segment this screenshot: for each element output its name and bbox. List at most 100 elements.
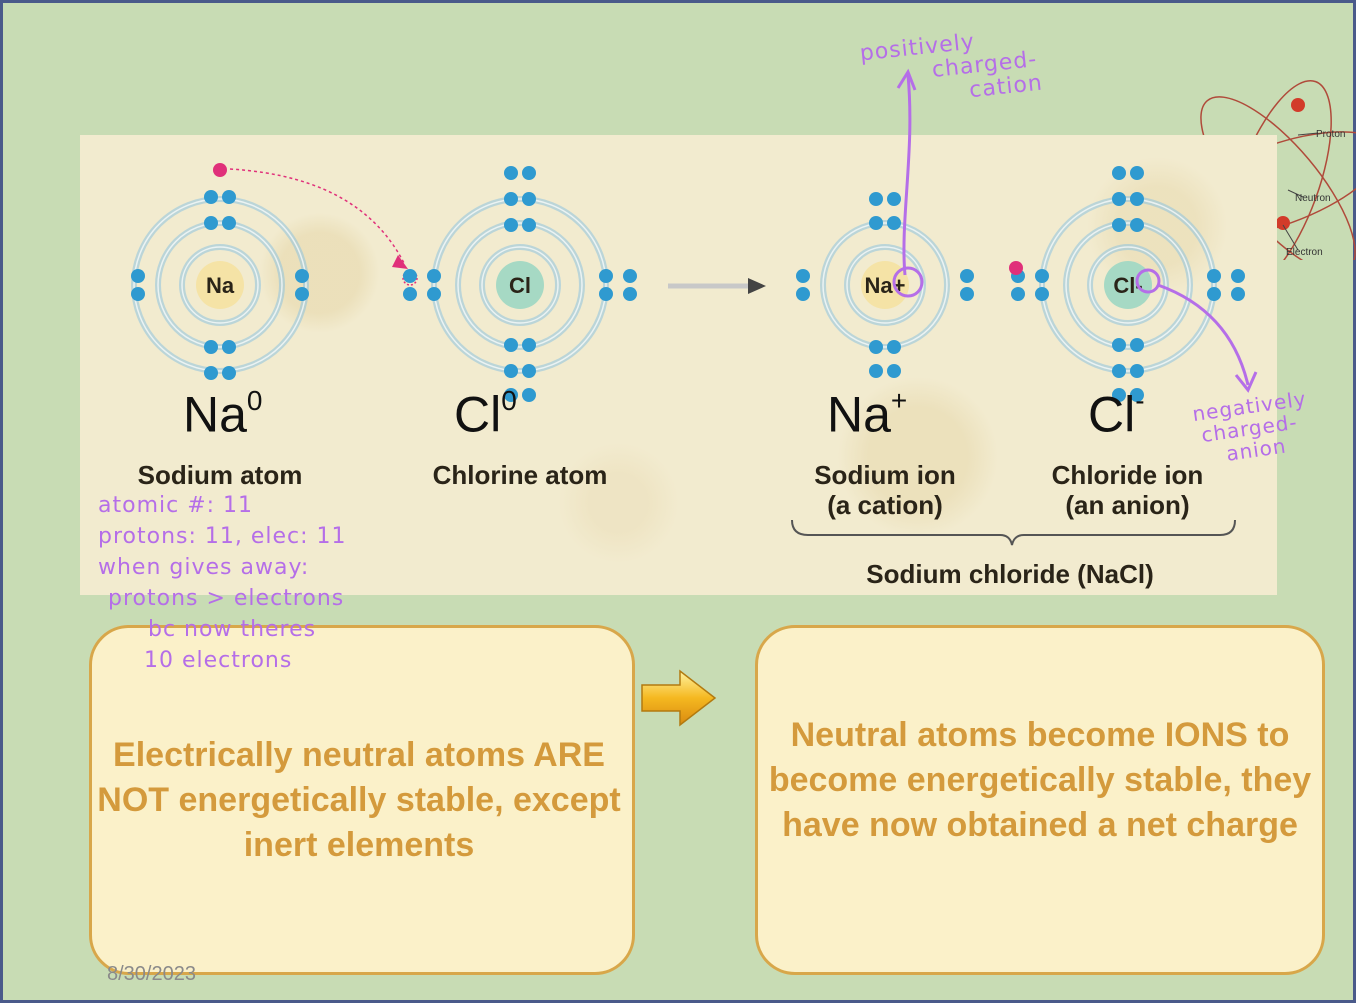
label-sodium-atom: Sodium atom — [137, 460, 303, 490]
electron — [1112, 388, 1126, 402]
electron — [504, 218, 518, 232]
electron — [522, 166, 536, 180]
shell-highlight — [433, 198, 607, 372]
electron — [1130, 192, 1144, 206]
shell-highlight — [181, 246, 259, 324]
electron — [522, 338, 536, 352]
transferred-electron — [213, 163, 227, 177]
transfer-path — [229, 168, 406, 266]
electron — [623, 287, 637, 301]
electron — [522, 192, 536, 206]
electron — [222, 366, 236, 380]
electron — [1112, 364, 1126, 378]
electron — [1011, 287, 1025, 301]
electron — [504, 364, 518, 378]
chlorine-atom-nucleus — [496, 261, 544, 309]
shell-highlight — [822, 222, 948, 348]
electron — [222, 340, 236, 354]
electron — [1231, 269, 1245, 283]
electron — [427, 269, 441, 283]
electron — [131, 287, 145, 301]
electron — [1207, 287, 1221, 301]
shell-highlight — [157, 222, 283, 348]
electron — [403, 269, 417, 283]
electron — [1112, 218, 1126, 232]
electron — [869, 364, 883, 378]
transfer-arrowhead — [392, 255, 408, 269]
symbol-cl-minus: Cl- — [1088, 385, 1145, 443]
chloride-ion-nucleus-label: Cl- — [1113, 273, 1142, 298]
electron — [887, 192, 901, 206]
reaction-arrow-head — [748, 278, 766, 294]
right-arrow-icon — [641, 669, 717, 727]
legend-neutron: Neutron — [1295, 193, 1331, 204]
cation-annotation: positively charged- cation — [858, 29, 1044, 104]
electron — [131, 269, 145, 283]
electron — [887, 340, 901, 354]
electron — [1130, 388, 1144, 402]
electron — [1035, 287, 1049, 301]
legend-electron: Electron — [1286, 247, 1323, 258]
electron — [504, 388, 518, 402]
electron — [1130, 364, 1144, 378]
label-chloride-ion: Chloride ion (an anion) — [1051, 460, 1204, 520]
electron — [869, 216, 883, 230]
electron — [599, 269, 613, 283]
ions-text: Neutral atoms become IONS to become ener… — [768, 715, 1312, 844]
electron — [504, 166, 518, 180]
electron — [1130, 218, 1144, 232]
chlorine-atom-nucleus-label: Cl — [509, 273, 531, 298]
legend-proton: Proton — [1316, 129, 1345, 140]
electron — [204, 366, 218, 380]
electron — [1130, 166, 1144, 180]
electron — [504, 338, 518, 352]
electron — [204, 190, 218, 204]
shell-highlight — [481, 246, 559, 324]
electron — [869, 192, 883, 206]
electron — [522, 388, 536, 402]
label-sodium-chloride: Sodium chloride (NaCl) — [866, 559, 1154, 589]
label-chlorine-atom: Chlorine atom — [432, 460, 608, 490]
electron — [522, 364, 536, 378]
electron — [403, 287, 417, 301]
ions-box: Neutral atoms become IONS to become ener… — [755, 625, 1325, 975]
sodium-annotation: atomic #: 11 protons: 11, elec: 11 when … — [98, 493, 347, 673]
slide-date: 8/30/2023 — [107, 963, 196, 985]
symbol-cl0: Cl0 — [454, 385, 517, 443]
sodium-ion-nucleus-label: Na+ — [865, 273, 906, 298]
electron — [887, 216, 901, 230]
electron — [222, 216, 236, 230]
neutral-atoms-text: Electrically neutral atoms ARE NOT energ… — [97, 735, 621, 864]
sodium-atom-nucleus-label: Na — [206, 273, 235, 298]
electron — [504, 192, 518, 206]
shell-highlight — [457, 222, 583, 348]
electron — [204, 216, 218, 230]
electron — [295, 269, 309, 283]
electron — [623, 269, 637, 283]
label-sodium-ion: Sodium ion (a cation) — [814, 460, 956, 520]
anion-annotation: negatively charged- anion — [1190, 386, 1308, 466]
gained-electron — [1009, 261, 1023, 275]
electron — [1112, 338, 1126, 352]
electron — [887, 364, 901, 378]
electron — [1035, 269, 1049, 283]
electron — [796, 287, 810, 301]
electron — [960, 269, 974, 283]
compound-brace — [791, 519, 1236, 546]
symbol-na-plus: Na+ — [827, 385, 908, 443]
electron — [1130, 338, 1144, 352]
neutral-atoms-box: Electrically neutral atoms ARE NOT energ… — [89, 625, 635, 975]
electron — [295, 287, 309, 301]
electron — [222, 190, 236, 204]
shell-highlight — [133, 198, 307, 372]
electron — [960, 287, 974, 301]
sodium-atom-nucleus — [196, 261, 244, 309]
electron — [796, 269, 810, 283]
electron — [1207, 269, 1221, 283]
electron — [522, 218, 536, 232]
electron — [869, 340, 883, 354]
electron — [204, 340, 218, 354]
electron — [1112, 166, 1126, 180]
